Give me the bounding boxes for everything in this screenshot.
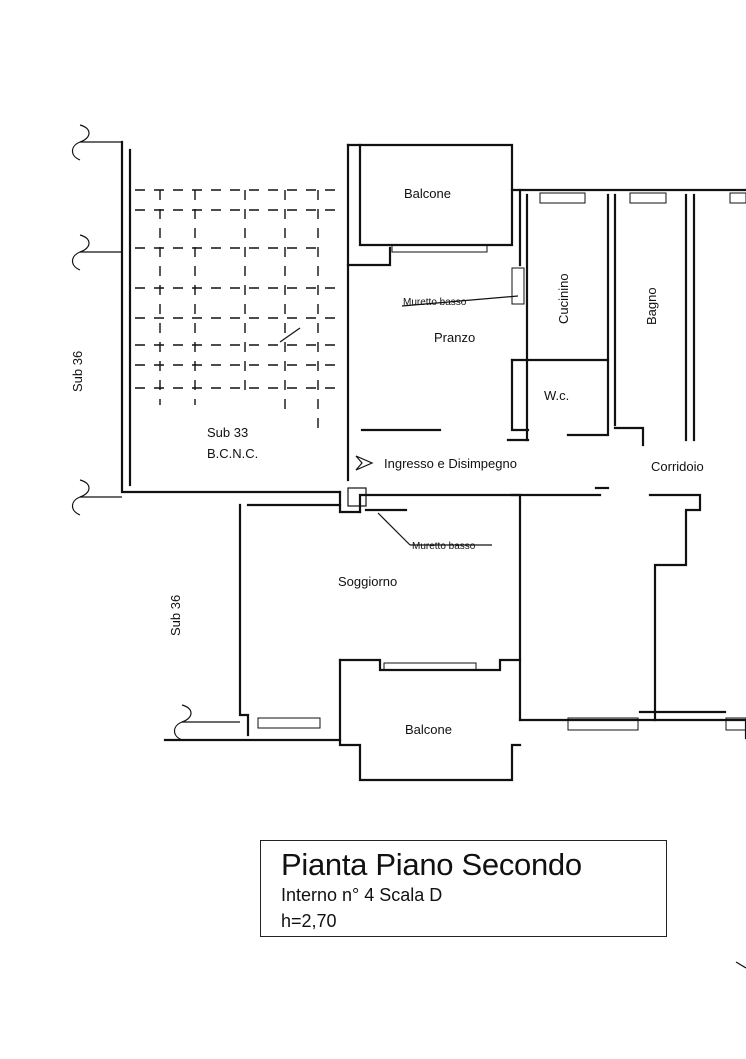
title-block: Pianta Piano Secondo Interno n° 4 Scala …	[260, 840, 667, 937]
plan-title: Pianta Piano Secondo	[281, 847, 582, 882]
room-label-ingresso: Ingresso e Disimpegno	[384, 456, 517, 471]
note-muretto-bottom: Muretto basso	[412, 541, 476, 552]
room-label-wc: W.c.	[544, 388, 569, 403]
break-lines	[71, 124, 240, 741]
room-label-soggiorno: Soggiorno	[338, 574, 397, 589]
room-label-corridoio: Corridoio	[651, 459, 704, 474]
plan-subtitle: Interno n° 4 Scala D	[281, 885, 443, 905]
windows	[257, 192, 746, 731]
entry-arrow-icon	[355, 455, 374, 471]
room-label-pranzo: Pranzo	[434, 330, 475, 345]
room-label-bagno: Bagno	[644, 287, 659, 325]
apartment-walls	[163, 143, 746, 782]
low-walls	[347, 295, 519, 546]
ceiling-height: h=2,70	[281, 911, 337, 931]
note-sub36-left: Sub 36	[70, 351, 85, 392]
room-label-balcone-bottom: Balcone	[405, 722, 452, 737]
room-label-cucinino: Cucinino	[556, 273, 571, 324]
sub33-area	[120, 140, 342, 494]
note-sub36-lower: Sub 36	[168, 595, 183, 636]
corner-mark	[735, 961, 746, 969]
note-sub33: Sub 33	[207, 425, 248, 440]
note-bcnc: B.C.N.C.	[207, 446, 258, 461]
room-label-balcone-top: Balcone	[404, 186, 451, 201]
note-muretto-top: Muretto basso	[403, 297, 467, 308]
